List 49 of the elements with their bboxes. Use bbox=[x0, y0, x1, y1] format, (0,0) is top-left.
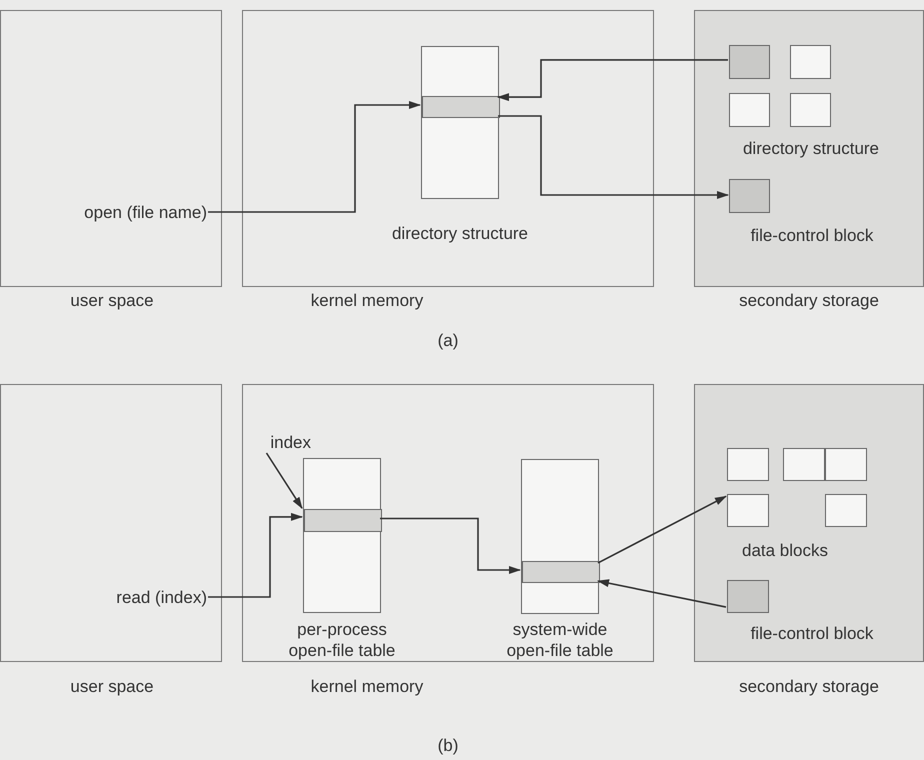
arrow bbox=[497, 59, 728, 102]
figure-part-label: (a) bbox=[436, 330, 460, 351]
region-label: kernel memory bbox=[310, 676, 424, 697]
disk-block bbox=[729, 93, 770, 127]
table-entry bbox=[522, 561, 600, 583]
arrow bbox=[498, 115, 729, 199]
region-label: secondary storage bbox=[738, 676, 880, 697]
table-caption: directory structure bbox=[390, 223, 530, 244]
file-table bbox=[521, 459, 599, 614]
memory-region-panel bbox=[242, 10, 654, 287]
arrow bbox=[266, 452, 303, 509]
region-label: kernel memory bbox=[310, 290, 424, 311]
arrow bbox=[598, 496, 727, 564]
call-text: open (file name) bbox=[21, 202, 207, 224]
arrow bbox=[208, 512, 303, 598]
disk-block bbox=[729, 179, 770, 213]
disk-block bbox=[727, 448, 769, 481]
region-label: user space bbox=[69, 676, 155, 697]
block-caption: file-control block bbox=[750, 623, 874, 644]
memory-region-panel bbox=[694, 384, 924, 662]
block-caption: file-control block bbox=[750, 225, 874, 246]
table-entry bbox=[304, 509, 382, 532]
memory-region-panel bbox=[0, 10, 222, 287]
table-caption: system-wide open-file table bbox=[506, 619, 614, 661]
region-label: user space bbox=[69, 290, 155, 311]
disk-block bbox=[825, 448, 867, 481]
table-entry bbox=[422, 96, 500, 118]
call-text: read (index) bbox=[31, 587, 207, 609]
region-label: secondary storage bbox=[738, 290, 880, 311]
arrow bbox=[380, 518, 521, 574]
arrow bbox=[208, 101, 421, 213]
disk-block bbox=[825, 494, 867, 527]
block-group-label: data blocks bbox=[741, 540, 829, 561]
figure-part-label: (b) bbox=[436, 735, 460, 756]
disk-block bbox=[729, 45, 770, 79]
disk-block bbox=[790, 45, 831, 79]
disk-block bbox=[790, 93, 831, 127]
memory-region-panel bbox=[694, 10, 924, 287]
disk-block bbox=[727, 494, 769, 527]
memory-region-panel bbox=[0, 384, 222, 662]
memory-region-panel bbox=[242, 384, 654, 662]
file-table bbox=[421, 46, 499, 199]
file-table bbox=[303, 458, 381, 613]
disk-block bbox=[727, 580, 769, 613]
disk-block bbox=[783, 448, 825, 481]
table-caption: per-process open-file table bbox=[288, 619, 396, 661]
call-text: index bbox=[253, 432, 311, 454]
block-group-label: directory structure bbox=[742, 138, 880, 159]
arrow bbox=[597, 579, 726, 608]
